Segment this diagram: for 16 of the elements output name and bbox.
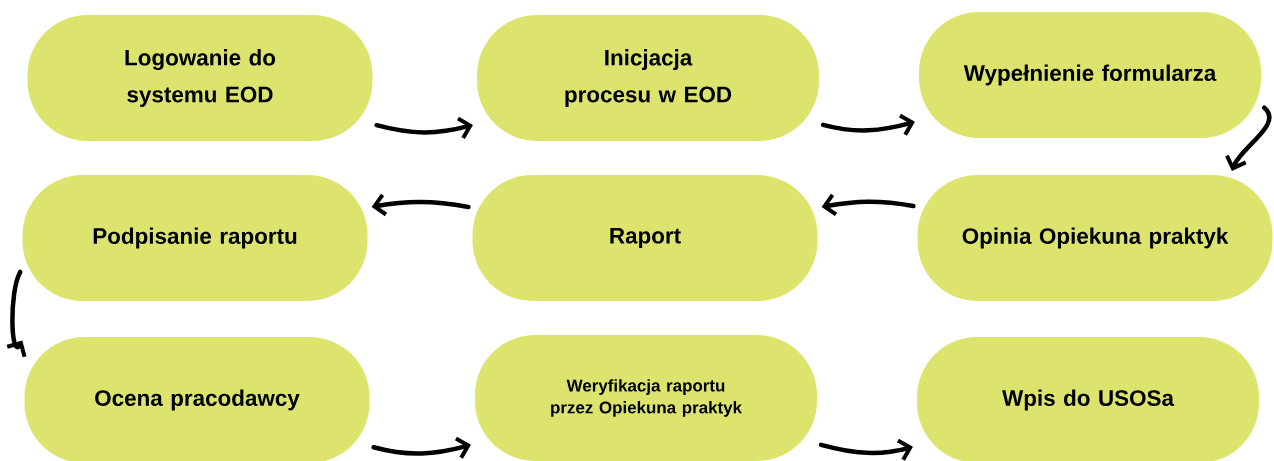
process-pill: Raport <box>472 175 818 301</box>
arrow <box>371 436 471 459</box>
process-pill: Logowanie do systemu EOD <box>27 15 373 141</box>
process-pill: Podpisanie raportu <box>22 175 368 301</box>
process-pill: Opinia Opiekuna praktyk <box>917 175 1273 301</box>
arrow <box>6 269 27 358</box>
arrow <box>821 193 916 217</box>
process-pill: Wypełnienie formularza <box>919 12 1261 138</box>
arrow <box>371 193 471 217</box>
process-pill: Wpis do USOSa <box>917 337 1259 461</box>
arrow <box>818 438 913 461</box>
arrow <box>820 113 915 136</box>
process-pill: Inicjacja procesu w EOD <box>477 15 819 141</box>
process-pill: Ocena pracodawcy <box>24 337 370 461</box>
arrow <box>374 116 473 139</box>
process-pill: Weryfikacja raportu przez Opiekuna praktyk <box>475 335 817 461</box>
